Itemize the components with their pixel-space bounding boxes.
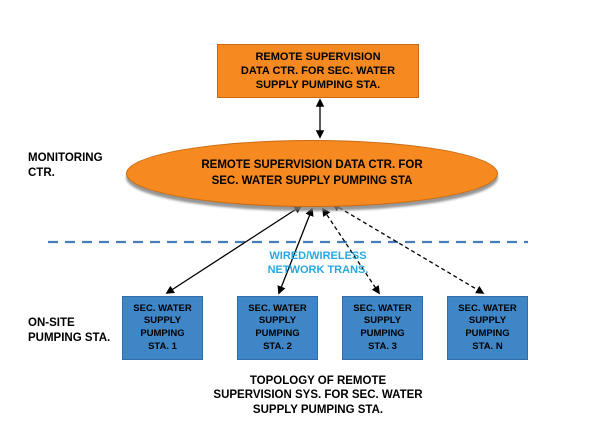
pumping-station-box-2: SEC. WATER SUPPLY PUMPING STA. 2: [237, 296, 318, 360]
pumping-station-box-n: SEC. WATER SUPPLY PUMPING STA. N: [447, 296, 528, 360]
monitoring-center-ellipse: REMOTE SUPERVISION DATA CTR. FOR SEC. WA…: [126, 140, 498, 207]
monitoring-ctr-label: MONITORING CTR.: [28, 152, 103, 179]
arrow-ellipse-to-staN: [331, 203, 485, 294]
diagram-caption: TOPOLOGY OF REMOTE SUPERVISION SYS. FOR …: [213, 375, 423, 416]
pumping-station-box-1: SEC. WATER SUPPLY PUMPING STA. 1: [122, 296, 203, 360]
onsite-pumping-sta-label: ON-SITE PUMPING STA.: [28, 317, 111, 344]
remote-supervision-data-center-box: REMOTE SUPERVISION DATA CTR. FOR SEC. WA…: [217, 44, 419, 98]
arrow-ellipse-to-sta2: [277, 207, 314, 295]
pumping-station-box-3: SEC. WATER SUPPLY PUMPING STA. 3: [342, 296, 423, 360]
network-transmission-label: WIRED/WIRELESS NETWORK TRANS.: [267, 250, 369, 277]
